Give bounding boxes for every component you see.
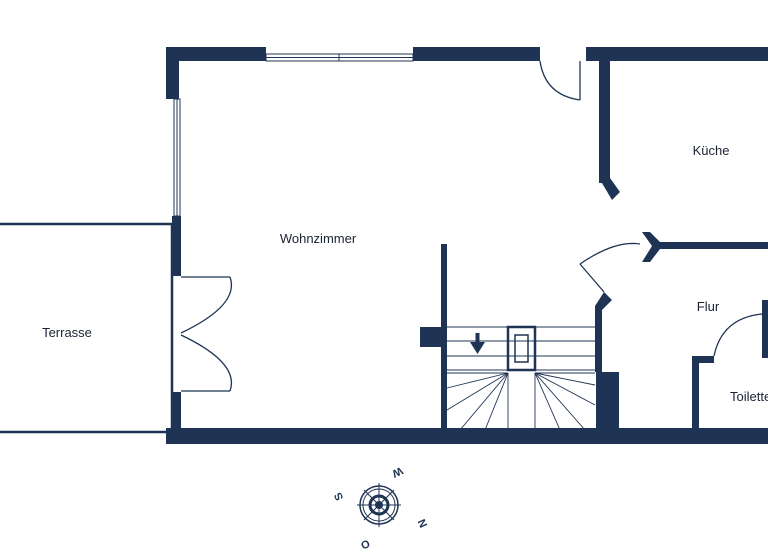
wall-stair-left — [441, 244, 447, 432]
room-label-toilette: Toilette — [730, 389, 768, 404]
terrasse-outline — [0, 222, 174, 434]
door-hall-swing — [579, 242, 641, 265]
wall-toilet-top — [692, 356, 714, 363]
wall-hall-top — [655, 242, 768, 249]
wall-toilet-left — [692, 356, 699, 432]
wall-kitchen-chamfer — [599, 178, 620, 200]
doors — [180, 60, 763, 392]
door-toilet-swing — [713, 313, 763, 357]
wall-top-left — [166, 47, 266, 61]
room-label-flur: Flur — [697, 299, 720, 314]
wall-left-mid — [172, 216, 181, 276]
room-label-terrasse: Terrasse — [42, 325, 92, 340]
wall-stair-post — [596, 372, 619, 432]
wall-toilet-right-stub — [762, 300, 768, 358]
wall-top-middle — [413, 47, 540, 61]
room-label-kueche: Küche — [693, 143, 730, 158]
compass-letter-w: W — [389, 464, 404, 480]
compass-letter-o: O — [359, 538, 372, 553]
staircase — [446, 325, 596, 431]
walls — [166, 47, 768, 444]
wall-hall-fork — [642, 232, 660, 262]
door-top-swing — [539, 60, 581, 101]
wall-hall-left — [595, 292, 612, 372]
stair-well — [506, 325, 537, 372]
compass-letter-n: N — [415, 518, 429, 530]
wall-kitchen-left — [599, 55, 610, 183]
wall-left-upper — [166, 47, 179, 99]
wall-stair-block — [420, 327, 443, 347]
compass-letter-s: S — [332, 490, 346, 502]
windows — [173, 53, 414, 217]
wall-left-lower — [172, 392, 181, 436]
compass-rose-icon: N O S W — [332, 464, 429, 552]
arrow-down-icon — [470, 333, 485, 354]
wall-bottom — [166, 428, 768, 444]
wall-top-right — [586, 47, 768, 61]
room-label-wohnzimmer: Wohnzimmer — [280, 231, 357, 246]
